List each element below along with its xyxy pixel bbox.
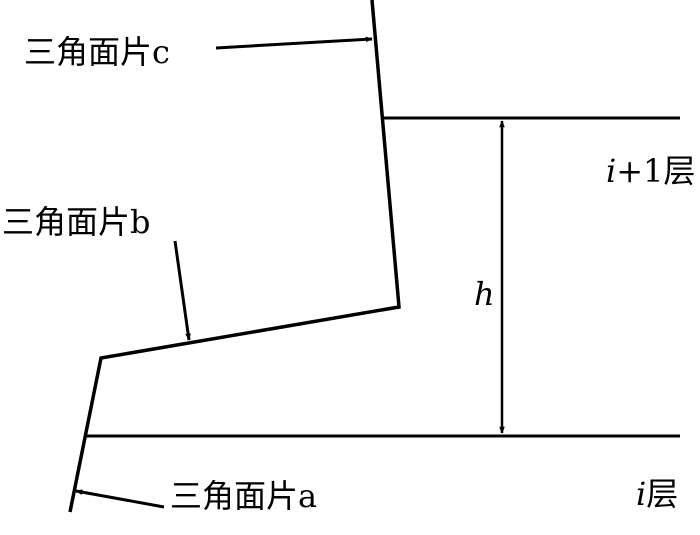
- leader-arrow-b: [173, 240, 191, 341]
- facet-c-label: 三角面片c: [24, 33, 170, 71]
- lower-layer-label: i层: [636, 478, 678, 510]
- height-label: h: [474, 275, 495, 313]
- upper-layer-label: i+1层: [606, 155, 695, 187]
- upper-layer-suffix: +1层: [616, 152, 696, 190]
- leader-arrow-c: [215, 36, 373, 50]
- lower-layer-suffix: 层: [646, 475, 679, 513]
- leader-arrow-a: [75, 489, 165, 509]
- lower-layer-index: i: [636, 475, 647, 513]
- facet-b-label: 三角面片b: [2, 203, 151, 241]
- facet-contour: [68, 0, 401, 513]
- facet-a-label: 三角面片a: [170, 477, 318, 515]
- upper-layer-index: i: [606, 152, 617, 190]
